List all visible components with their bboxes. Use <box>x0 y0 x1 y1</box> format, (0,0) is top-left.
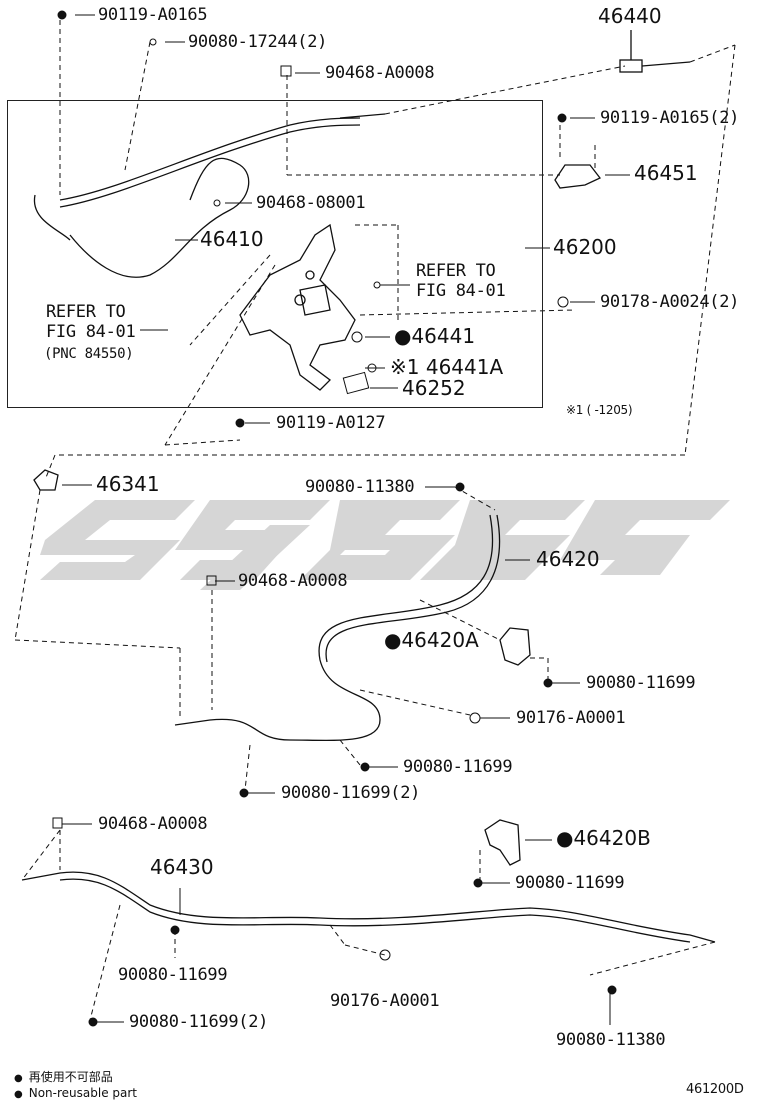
label-90080-17244: 90080-17244(2) <box>188 32 328 52</box>
cable-46430 <box>21 871 716 943</box>
nut-90178-a0024 <box>557 296 569 308</box>
part-46341 <box>33 469 59 491</box>
part-46420a-bracket <box>499 627 531 666</box>
label-90119-a0165: 90119-A0165 <box>98 5 208 25</box>
cable-46410-upper <box>59 117 361 201</box>
label-46440: 46440 <box>598 4 662 28</box>
watermark-logo <box>40 500 730 590</box>
bolt-90119-a0165-2 <box>557 113 567 123</box>
label-46420b: ●46420B <box>556 826 651 850</box>
label-90080-11699-c: 90080-11699 <box>515 873 625 893</box>
label-90080-11699-d: 90080-11699 <box>118 965 228 985</box>
assembly-46200-frame <box>7 100 543 408</box>
label-46341: 46341 <box>96 472 160 496</box>
label-note-1205: ※1 ( -1205) <box>566 403 633 417</box>
label-90080-11699-a: 90080-11699 <box>586 673 696 693</box>
label-refer-right-line1: REFER TO <box>416 261 496 281</box>
legend-text-english: Non-reusable part <box>28 1086 138 1100</box>
label-46451: 46451 <box>634 161 698 185</box>
label-90468-08001: 90468-08001 <box>256 193 366 213</box>
label-46200: 46200 <box>553 235 617 259</box>
bolt-90080-11699-a <box>543 678 553 688</box>
cable-46410-upper2 <box>59 124 361 208</box>
clip-90468-08001 <box>213 199 221 207</box>
bolt-90080-11380-low <box>607 985 617 995</box>
legend-line-japanese: ● 再使用不可部品 <box>14 1068 113 1085</box>
label-90080-11699-2-mid: 90080-11699(2) <box>281 783 421 803</box>
label-46420a: ●46420A <box>384 628 479 652</box>
label-90176-a0001-low: 90176-A0001 <box>330 991 440 1011</box>
bolt-90119-a0165 <box>57 10 67 20</box>
clip-90080-17244 <box>149 38 157 46</box>
bolt-90080-11699-c <box>473 878 483 888</box>
pedal-bracket <box>239 223 356 391</box>
legend-line-english: ● Non-reusable part <box>14 1086 137 1100</box>
part-46420b-bracket <box>484 819 521 866</box>
label-90080-11380-mid: 90080-11380 <box>305 477 415 497</box>
cable-46410-lower <box>69 157 250 278</box>
label-refer-left-line2: FIG 84-01 <box>46 322 136 342</box>
label-90119-a0165-2: 90119-A0165(2) <box>600 108 740 128</box>
clip-90468-a0008-mid <box>206 575 217 586</box>
label-46252: 46252 <box>402 376 466 400</box>
label-90119-a0127: 90119-A0127 <box>276 413 386 433</box>
label-46441a: ※1 46441A <box>390 355 504 379</box>
label-46420: 46420 <box>536 547 600 571</box>
nut-90176-a0001-low <box>379 949 391 961</box>
label-90176-a0001-mid: 90176-A0001 <box>516 708 626 728</box>
label-90080-11699-2-low: 90080-11699(2) <box>129 1012 269 1032</box>
label-90080-11699-b: 90080-11699 <box>403 757 513 777</box>
label-refer-right-line2: FIG 84-01 <box>416 281 506 301</box>
part-46441 <box>351 331 363 343</box>
bolt-90080-11380-mid <box>455 482 465 492</box>
label-refer-left-pnc: (PNC 84550) <box>44 346 134 362</box>
bolt-90080-11699-d <box>170 925 180 935</box>
label-90080-11380-low: 90080-11380 <box>556 1030 666 1050</box>
bolt-90080-11699-2-low <box>88 1017 98 1027</box>
clip-90468-a0008-low <box>52 817 63 829</box>
label-46410: 46410 <box>200 227 264 251</box>
bolt-90119-a0127 <box>235 418 245 428</box>
legend-bullet-icon: ● <box>14 1073 23 1084</box>
bolt-90080-11699-2-mid <box>239 788 249 798</box>
label-90468-a0008-mid: 90468-A0008 <box>238 571 348 591</box>
nut-90176-a0001-mid <box>469 712 481 724</box>
label-46441: ●46441 <box>394 324 476 348</box>
cable-46420 <box>174 514 494 742</box>
diagram-code: 461200D <box>686 1082 744 1097</box>
legend-text-japanese: 再使用不可部品 <box>28 1070 113 1084</box>
label-90468-a0008-top: 90468-A0008 <box>325 63 435 83</box>
label-90468-a0008-low: 90468-A0008 <box>98 814 208 834</box>
legend-bullet-icon: ● <box>14 1089 23 1100</box>
label-refer-left-line1: REFER TO <box>46 302 126 322</box>
clip-90468-a0008-top <box>280 65 292 77</box>
part-46441a <box>367 363 377 373</box>
bolt-refer-right <box>373 281 381 289</box>
part-46451-bracket <box>554 164 602 189</box>
part-46252 <box>342 371 370 395</box>
bolt-90080-11699-b <box>360 762 370 772</box>
cable-46410-lower2 <box>33 194 71 241</box>
label-46430: 46430 <box>150 855 214 879</box>
label-90178-a0024: 90178-A0024(2) <box>600 292 740 312</box>
